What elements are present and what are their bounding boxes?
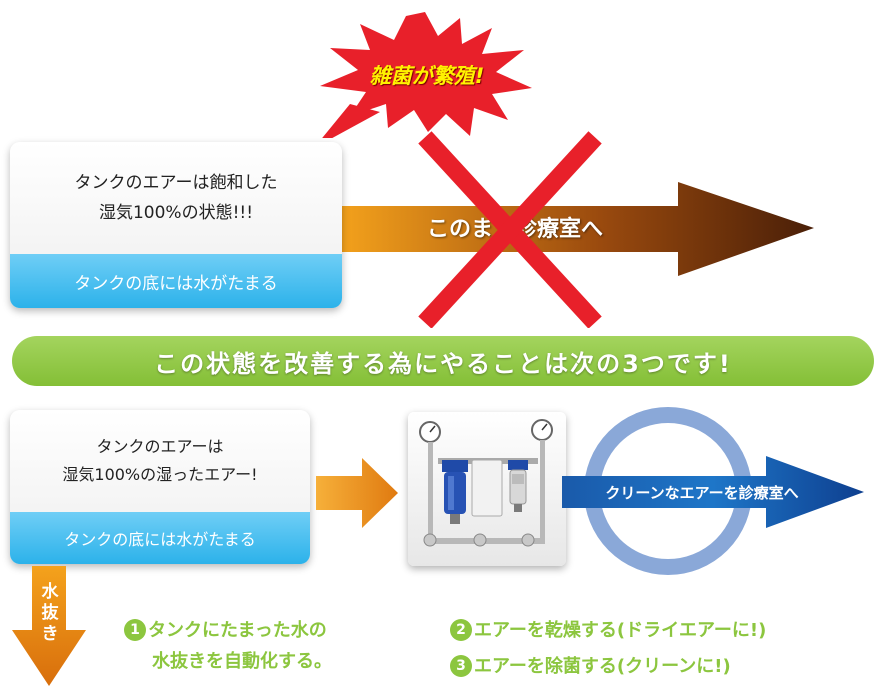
card-line-2: 湿気100%の湿ったエアー! [62, 465, 258, 484]
drain-arrow [12, 566, 86, 686]
step-1-number: 1 [124, 619, 146, 641]
card-line-1: タンクのエアーは [96, 437, 224, 456]
clean-air-arrow-label: クリーンなエアーを診療室へ [605, 484, 799, 502]
step-1-line-1: タンクにたまった水の [148, 620, 327, 641]
clean-air-arrow [562, 456, 864, 528]
step-2-line-1: エアーを乾燥する(ドライエアーに!) [474, 620, 767, 641]
card-text-area: タンクのエアーは飽和した 湿気100%の状態!!! [10, 142, 342, 254]
card-water-note: タンクの底には水がたまる [10, 512, 310, 564]
card-text-area: タンクのエアーは 湿気100%の湿ったエアー! [10, 410, 310, 512]
step-2-number: 2 [450, 619, 472, 641]
step-1-cont: 水抜きを自動化する。 [152, 651, 332, 672]
card-line-2: 湿気100%の状態!!! [98, 203, 254, 223]
improvement-banner: この状態を改善する為にやることは次の3つです! [12, 336, 874, 386]
step-3-line-1: エアーを除菌する(クリーンに!) [474, 656, 731, 677]
card-line-1: タンクのエアーは飽和した [74, 173, 278, 193]
tank-air-card-bottom: タンクのエアーは 湿気100%の湿ったエアー! タンクの底には水がたまる [10, 410, 310, 564]
burst-label: 雑菌が繁殖! [369, 64, 485, 88]
card-water-note: タンクの底には水がたまる [10, 254, 342, 308]
to-clinic-arrow [338, 182, 814, 276]
warning-burst [320, 12, 532, 138]
drain-arrow-label: 水抜き [41, 582, 59, 644]
cross-mark [418, 131, 602, 328]
tank-air-card-top: タンクのエアーは飽和した 湿気100%の状態!!! タンクの底には水がたまる [10, 142, 342, 308]
to-device-arrow [316, 458, 398, 528]
filter-device-panel [408, 412, 566, 566]
step-3-number: 3 [450, 655, 472, 677]
filter-device-illustration [419, 419, 553, 547]
